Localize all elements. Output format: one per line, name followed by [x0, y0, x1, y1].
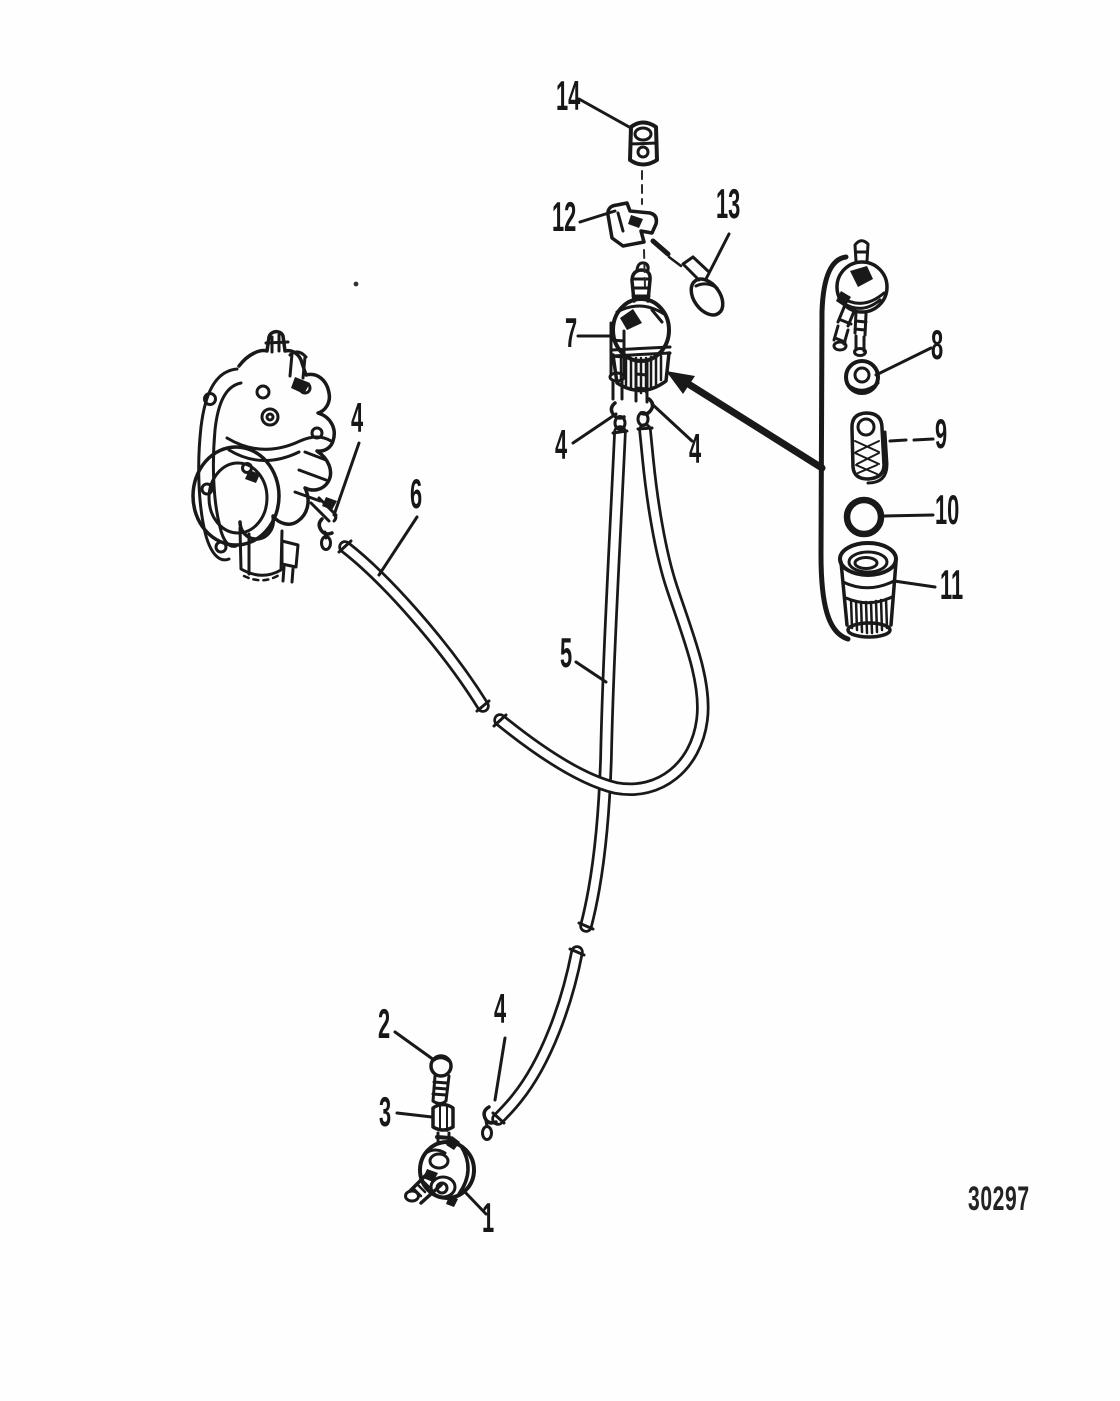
- fuel-filter-assembly: [608, 261, 672, 404]
- hose-clamp-carburetor: [317, 517, 334, 551]
- callout-10: 10: [935, 486, 960, 533]
- callout-7: 7: [565, 309, 578, 356]
- o-ring: [843, 496, 885, 538]
- callout-6: 6: [410, 470, 423, 517]
- callout-4-filter-right: 4: [689, 425, 702, 472]
- callout-9: 9: [935, 410, 948, 457]
- callout-leader-lines: [332, 97, 937, 1216]
- hose-clamp-pump: [481, 1105, 498, 1141]
- grommet: [844, 359, 880, 395]
- fuel-pump-connector: [404, 1131, 476, 1207]
- hose-clamp-filter-left: [609, 401, 627, 431]
- callout-3: 3: [379, 1088, 392, 1135]
- callout-13: 13: [716, 180, 741, 227]
- hose-clamp-filter-right: [636, 397, 655, 427]
- callout-4-filter-left: 4: [555, 421, 568, 468]
- callout-4-pump: 4: [494, 985, 507, 1032]
- assembly-axis-dashed-line: [641, 170, 646, 288]
- filter-cover: [832, 239, 889, 357]
- cap-nut: [628, 120, 659, 167]
- drawing-number: 30297: [968, 1180, 1030, 1218]
- callout-14: 14: [556, 72, 581, 119]
- detail-reference-arrow: [666, 371, 826, 472]
- nut: [431, 1102, 455, 1132]
- screw: [667, 255, 725, 317]
- mounting-bracket: [606, 201, 671, 257]
- exploded-group-bracket: [818, 254, 851, 642]
- bolt: [429, 1054, 453, 1105]
- callout-4-carburetor: 4: [351, 394, 364, 441]
- callout-2: 2: [378, 1000, 391, 1047]
- callout-8: 8: [931, 321, 944, 368]
- print-speck: [353, 281, 359, 287]
- fuel-hose-6: [337, 423, 710, 796]
- callout-1: 1: [482, 1194, 495, 1241]
- fuel-hose-5: [491, 425, 629, 1126]
- callout-5: 5: [560, 629, 573, 676]
- filter-element: [850, 411, 889, 485]
- filter-cup: [838, 541, 898, 639]
- callout-11: 11: [940, 561, 964, 608]
- carburetor-illustration: [191, 329, 338, 584]
- callout-12: 12: [552, 193, 577, 240]
